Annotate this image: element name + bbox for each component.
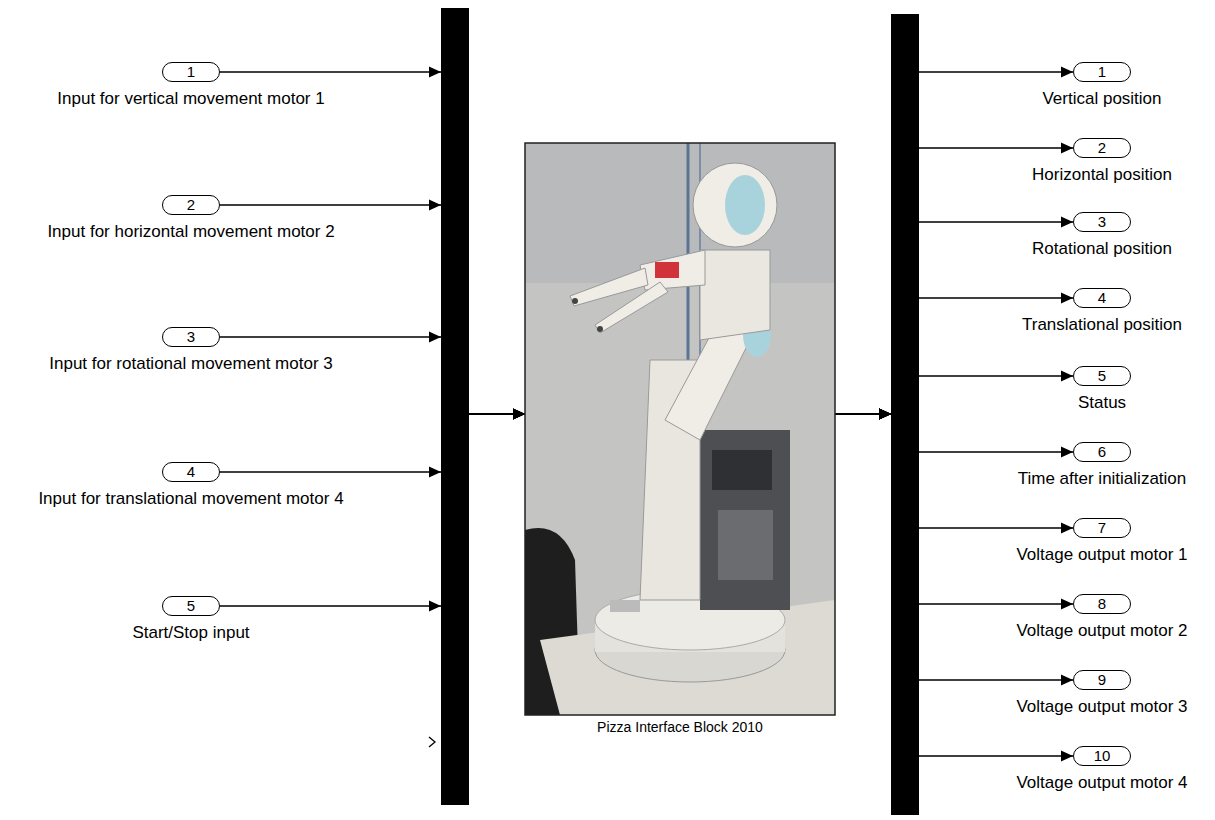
- arrowhead: [429, 601, 441, 612]
- port-number: 2: [162, 195, 220, 215]
- port-label: Vertical position: [1042, 89, 1161, 108]
- signal-line: [220, 409, 525, 478]
- port-number: 2: [1073, 138, 1131, 158]
- signal-path: [220, 414, 525, 606]
- inport-block: 1Input for vertical movement motor 1: [57, 62, 324, 108]
- inport-block: 3Input for rotational movement motor 3: [49, 327, 332, 373]
- port-number: 5: [162, 596, 220, 616]
- signal-line: [835, 293, 1073, 420]
- block-label: Pizza Interface Block 2010: [597, 719, 763, 735]
- signal-path: [835, 414, 1073, 604]
- port-number: 9: [1073, 670, 1131, 690]
- port-label: Input for vertical movement motor 1: [57, 89, 324, 108]
- inport-block: 5Start/Stop input: [132, 596, 249, 642]
- demux-bar: [891, 14, 919, 815]
- port-label: Start/Stop input: [132, 623, 249, 642]
- arrowhead: [429, 332, 441, 343]
- arrowhead: [879, 409, 891, 420]
- subsystem-block: Pizza Interface Block 2010: [525, 143, 835, 715]
- signal-line: [220, 409, 525, 612]
- arrowhead: [513, 409, 525, 420]
- port-number: 1: [1073, 62, 1131, 82]
- arrowhead: [879, 409, 891, 420]
- arrowhead: [879, 409, 891, 420]
- port-label: Translational position: [1022, 315, 1182, 334]
- port-number: 4: [162, 462, 220, 482]
- signal-line: [835, 409, 1073, 458]
- arrowhead: [1061, 447, 1073, 458]
- outport-block: 2Horizontal position: [1032, 138, 1172, 184]
- arrowhead: [1061, 293, 1073, 304]
- port-label: Horizontal position: [1032, 165, 1172, 184]
- outport-block: 10Voltage output motor 4: [1016, 746, 1187, 792]
- port-label: Voltage output motor 3: [1016, 697, 1187, 716]
- signal-line: [220, 332, 525, 420]
- arrowhead: [1061, 751, 1073, 762]
- arrowhead: [513, 409, 525, 420]
- port-number: 10: [1073, 746, 1131, 766]
- arrowhead: [513, 409, 525, 420]
- port-number: 7: [1073, 518, 1131, 538]
- unused-port-chevron: [429, 737, 435, 747]
- port-number: 3: [162, 327, 220, 347]
- outport-block: 9Voltage output motor 3: [1016, 670, 1187, 716]
- arrowhead: [1061, 523, 1073, 534]
- arrowhead: [879, 409, 891, 420]
- outport-block: 1Vertical position: [1042, 62, 1161, 108]
- signal-path: [835, 376, 1073, 414]
- port-label: Voltage output motor 1: [1016, 545, 1187, 564]
- arrowhead: [879, 409, 891, 420]
- mux-bar: [441, 8, 469, 805]
- arrowhead: [879, 409, 891, 420]
- signal-path: [835, 148, 1073, 414]
- port-label: Voltage output motor 2: [1016, 621, 1187, 640]
- signal-path: [220, 414, 525, 472]
- arrowhead: [1061, 143, 1073, 154]
- port-label: Voltage output motor 4: [1016, 773, 1187, 792]
- port-label: Time after initialization: [1018, 469, 1187, 488]
- port-label: Rotational position: [1032, 239, 1172, 258]
- inport-block: 4Input for translational movement motor …: [38, 462, 343, 508]
- port-number: 8: [1073, 594, 1131, 614]
- signal-path: [835, 414, 1073, 452]
- outport-block: 8Voltage output motor 2: [1016, 594, 1187, 640]
- outport-block: 7Voltage output motor 1: [1016, 518, 1187, 564]
- signal-line: [835, 371, 1073, 420]
- arrowhead: [1061, 217, 1073, 228]
- arrowhead: [429, 67, 441, 78]
- outport-block: 4Translational position: [1022, 288, 1182, 334]
- arrowhead: [879, 409, 891, 420]
- port-number: 1: [162, 62, 220, 82]
- arrowhead: [1061, 67, 1073, 78]
- arrowhead: [1061, 675, 1073, 686]
- port-label: Status: [1073, 393, 1131, 412]
- port-label: Input for translational movement motor 4: [38, 489, 343, 508]
- port-number: 6: [1073, 442, 1131, 462]
- arrowhead: [879, 409, 891, 420]
- signal-line: [835, 143, 1073, 420]
- arrowhead: [429, 467, 441, 478]
- port-label: Input for horizontal movement motor 2: [47, 222, 334, 241]
- arrowhead: [879, 409, 891, 420]
- arrowhead: [513, 409, 525, 420]
- outport-block: 3Rotational position: [1032, 212, 1172, 258]
- port-label: Input for rotational movement motor 3: [49, 354, 332, 373]
- arrowhead: [429, 200, 441, 211]
- port-number: 3: [1073, 212, 1131, 232]
- arrowhead: [513, 409, 525, 420]
- signal-path: [220, 337, 525, 414]
- port-number: 5: [1073, 366, 1131, 386]
- outport-block: 5Status: [1073, 366, 1131, 412]
- arrowhead: [1061, 599, 1073, 610]
- arrowhead: [879, 409, 891, 420]
- inport-block: 2Input for horizontal movement motor 2: [47, 195, 334, 241]
- signal-line: [835, 409, 1073, 610]
- robot-photo: [525, 143, 835, 715]
- outport-block: 6Time after initialization: [1018, 442, 1187, 488]
- port-number: 4: [1073, 288, 1131, 308]
- arrowhead: [1061, 371, 1073, 382]
